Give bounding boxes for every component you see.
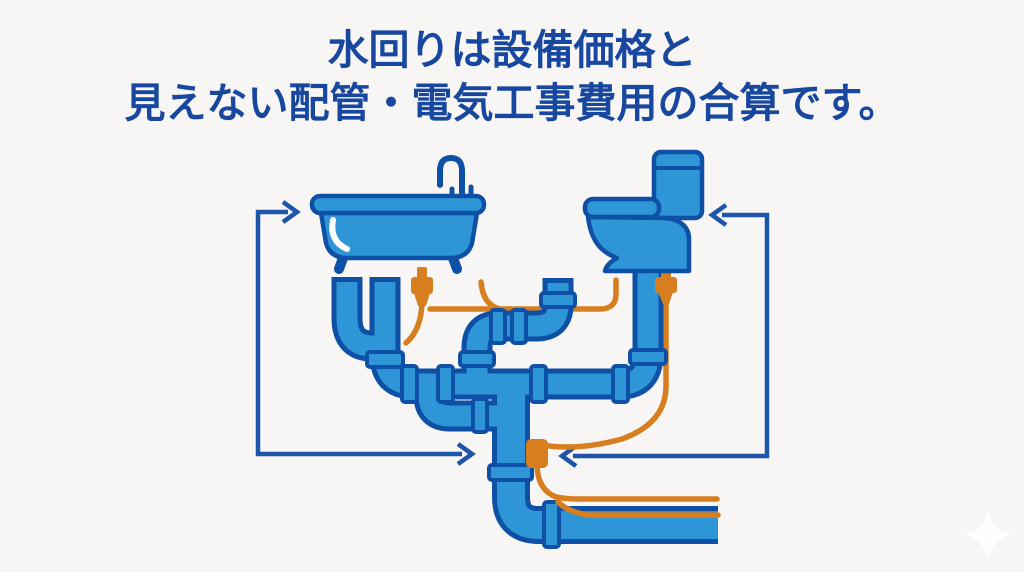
toilet-icon <box>582 149 705 274</box>
headline-line-2: 見えない配管・電気工事費用の合算です。 <box>124 80 900 126</box>
bathtub-icon <box>309 154 487 274</box>
pipe-network <box>331 270 718 549</box>
arrow-loop-left <box>255 200 476 466</box>
pipe-coupling <box>365 291 668 549</box>
sparkle-icon <box>964 508 1012 562</box>
headline: 水回りは設備価格と 見えない配管・電気工事費用の合算です。 <box>0 24 1024 130</box>
headline-line-1: 水回りは設備価格と <box>327 27 697 73</box>
electrical-wire <box>534 463 721 518</box>
faucet-icon <box>437 154 474 200</box>
